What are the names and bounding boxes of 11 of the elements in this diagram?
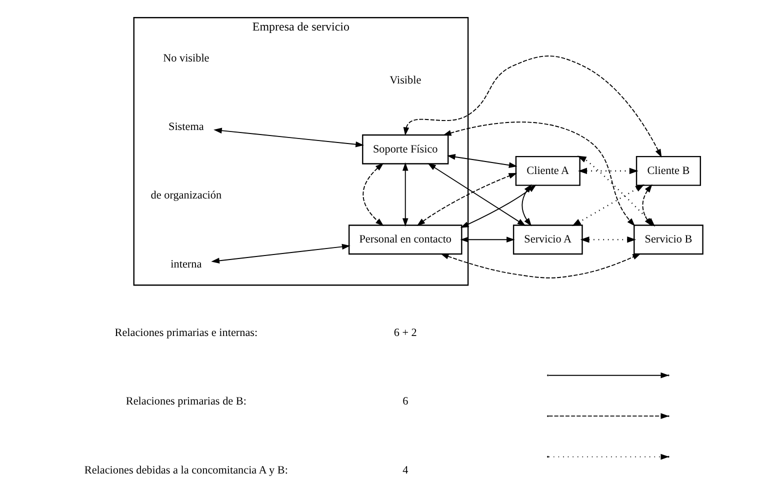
label: 4 [402, 464, 408, 476]
label: Visible [390, 74, 422, 87]
legend-label: Relaciones debidas a la concomitancia A y B: [84, 464, 288, 476]
label: 6 [402, 396, 408, 408]
label: No visible [163, 52, 210, 64]
legend-label: Relaciones primarias de B: [126, 396, 246, 408]
label: 6 + 2 [394, 326, 417, 339]
node-text: interna [170, 258, 202, 270]
legend-label: Relaciones primarias e internas: [114, 326, 258, 339]
node-text: Sistema [168, 120, 204, 133]
label: de organización [150, 190, 222, 202]
